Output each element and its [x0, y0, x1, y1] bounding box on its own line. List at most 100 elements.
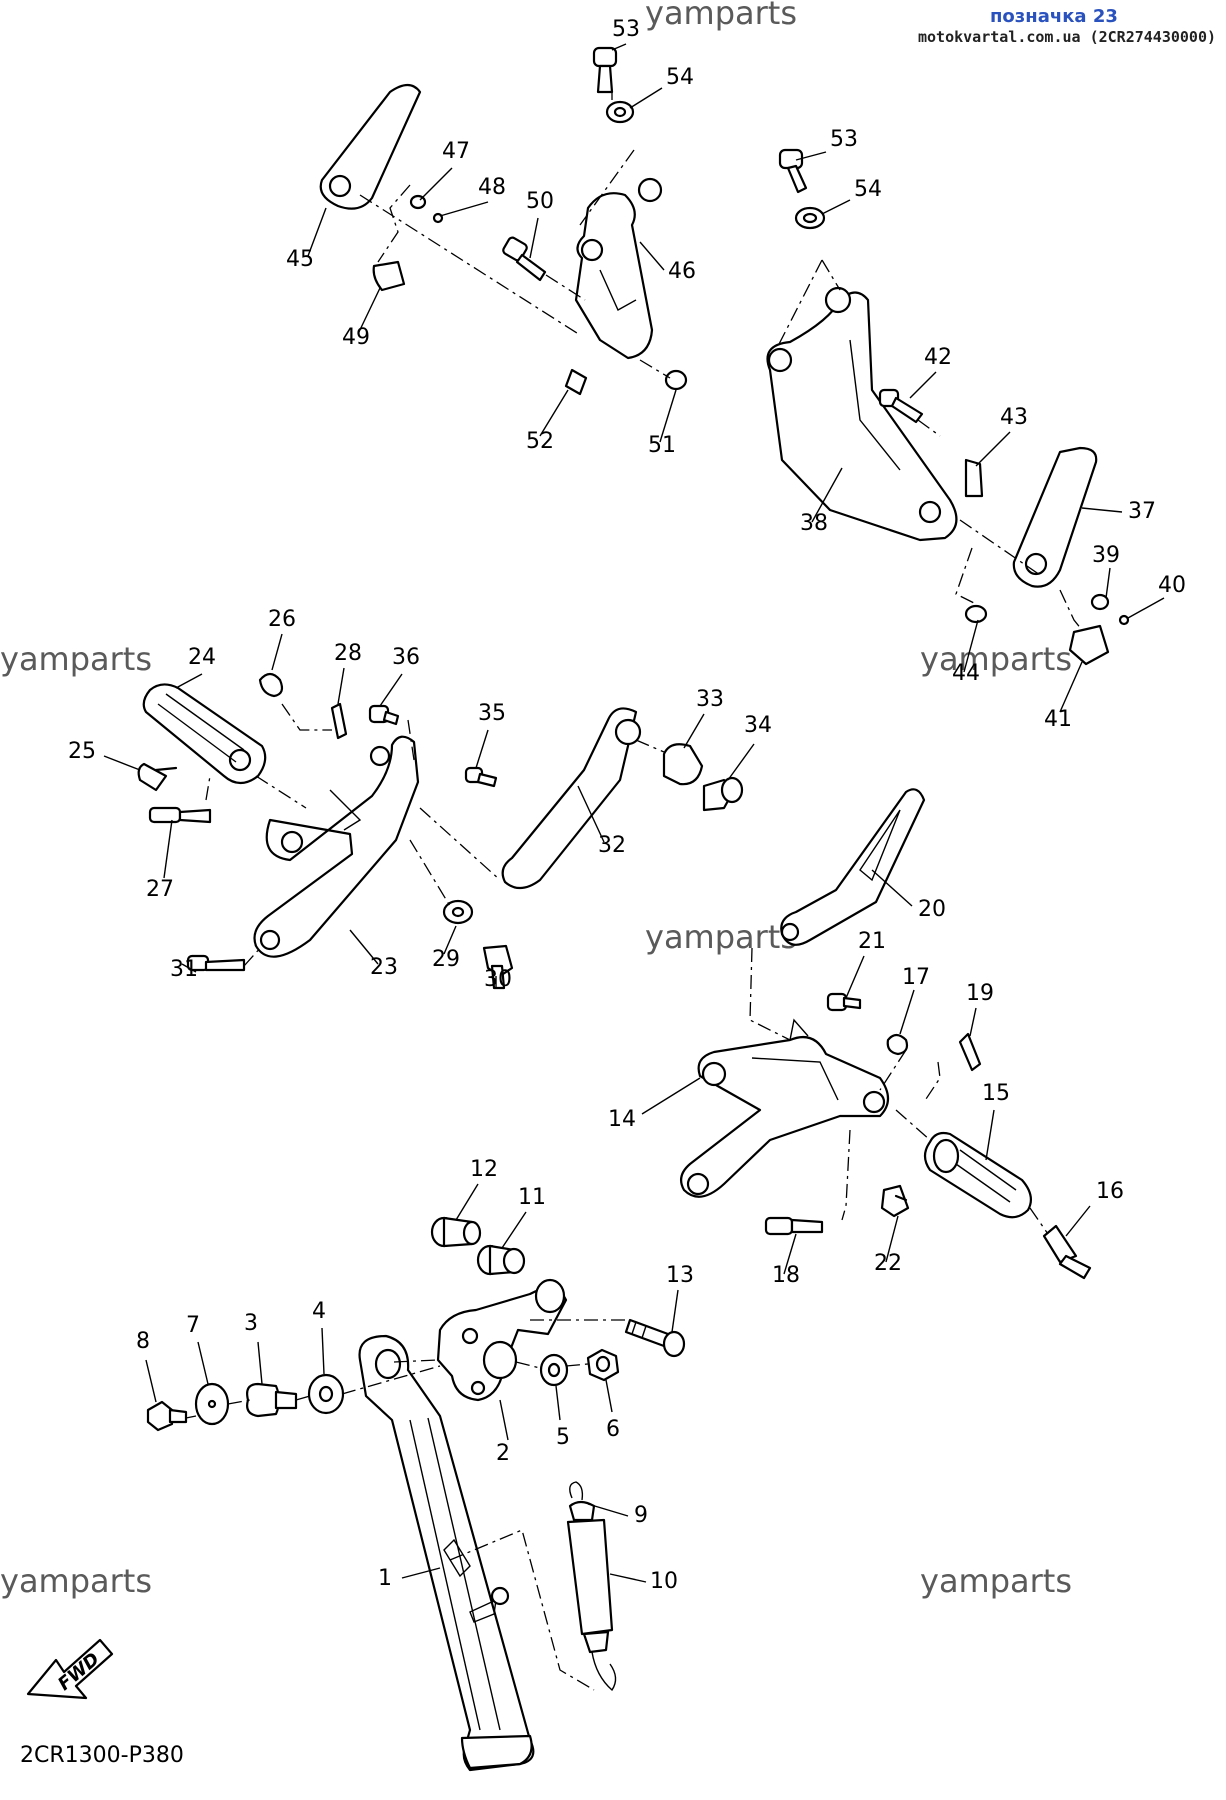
- callout-8: 8: [136, 1329, 150, 1354]
- callout-25: 25: [68, 739, 96, 764]
- callout-leader: [1127, 597, 1165, 619]
- callout-5: 5: [556, 1425, 570, 1450]
- callout-leader: [443, 925, 457, 955]
- rear-right-footrest-group: [766, 148, 1130, 666]
- header-site: motokvartal.com.ua (2CR274430000): [918, 28, 1216, 46]
- callout-51: 51: [648, 433, 676, 458]
- callout-27: 27: [146, 877, 174, 902]
- callout-leader: [163, 819, 173, 879]
- callout-21: 21: [858, 929, 886, 954]
- callout-leader: [587, 1503, 629, 1517]
- callout-leader: [969, 1007, 977, 1037]
- callout-41: 41: [1044, 707, 1072, 732]
- callout-32: 32: [598, 833, 626, 858]
- callout-leader: [871, 869, 913, 907]
- callout-22: 22: [874, 1251, 902, 1276]
- watermark: yamparts: [645, 0, 797, 32]
- callout-44: 44: [952, 661, 980, 686]
- callout-54: 54: [854, 177, 882, 202]
- fwd-arrow-icon: FWD: [26, 1638, 114, 1700]
- callout-leader: [985, 1109, 995, 1161]
- callout-leader: [175, 673, 203, 689]
- watermark: yamparts: [920, 640, 1072, 678]
- callout-28: 28: [334, 641, 362, 666]
- callout-23: 23: [370, 955, 398, 980]
- callout-33: 33: [696, 687, 724, 712]
- callout-leader: [539, 389, 569, 437]
- header-label: позначка 23: [990, 6, 1118, 27]
- callout-42: 42: [924, 345, 952, 370]
- callout-leader: [821, 199, 851, 215]
- callout-20: 20: [918, 897, 946, 922]
- callout-leader: [321, 1327, 325, 1375]
- callout-leader: [811, 467, 843, 523]
- callout-34: 34: [744, 713, 772, 738]
- callout-leader: [379, 673, 403, 707]
- callout-leader: [1081, 507, 1123, 513]
- callout-50: 50: [526, 189, 554, 214]
- callout-leader: [197, 1341, 209, 1385]
- callout-10: 10: [650, 1569, 678, 1594]
- callout-leader: [337, 667, 345, 705]
- callout-18: 18: [772, 1263, 800, 1288]
- callout-54: 54: [666, 65, 694, 90]
- watermark: yamparts: [0, 1562, 152, 1600]
- callout-leader: [145, 1359, 157, 1403]
- callout-leader: [401, 1567, 441, 1579]
- callout-7: 7: [186, 1313, 200, 1338]
- callout-11: 11: [518, 1185, 546, 1210]
- callout-leader: [683, 713, 705, 749]
- callout-leader: [1105, 567, 1111, 599]
- callout-leader: [349, 929, 379, 965]
- callout-leader: [975, 431, 1011, 467]
- callout-leader: [529, 217, 539, 259]
- callout-leader: [555, 1385, 561, 1421]
- callout-12: 12: [470, 1157, 498, 1182]
- callout-29: 29: [432, 947, 460, 972]
- callout-4: 4: [312, 1299, 326, 1324]
- watermark: yamparts: [920, 1562, 1072, 1600]
- callout-leader: [103, 755, 141, 771]
- callout-leader: [439, 201, 489, 217]
- callout-24: 24: [188, 645, 216, 670]
- callout-19: 19: [966, 981, 994, 1006]
- callout-43: 43: [1000, 405, 1028, 430]
- callout-leader: [671, 1289, 679, 1333]
- callout-16: 16: [1096, 1179, 1124, 1204]
- callout-52: 52: [526, 429, 554, 454]
- callout-leader: [909, 371, 937, 399]
- callout-leader: [963, 619, 979, 673]
- callout-leader: [257, 1341, 263, 1385]
- front-left-footrest-group: [137, 672, 744, 990]
- callout-13: 13: [666, 1263, 694, 1288]
- callout-leader: [499, 1399, 509, 1441]
- callout-leader: [181, 963, 197, 973]
- callout-leader: [271, 633, 283, 671]
- callout-leader: [727, 743, 755, 781]
- sidestand-group: [146, 1216, 686, 1772]
- callout-6: 6: [606, 1417, 620, 1442]
- callout-26: 26: [268, 607, 296, 632]
- callout-leader: [577, 785, 605, 843]
- callout-45: 45: [286, 247, 314, 272]
- callout-1: 1: [378, 1566, 392, 1591]
- callout-leader: [629, 87, 663, 109]
- callout-35: 35: [478, 701, 506, 726]
- callout-leader: [455, 1183, 479, 1221]
- callout-leader: [659, 389, 677, 443]
- callout-15: 15: [982, 1081, 1010, 1106]
- callout-3: 3: [244, 1311, 258, 1336]
- callout-leader: [1065, 1205, 1091, 1237]
- callout-14: 14: [608, 1107, 636, 1132]
- callout-48: 48: [478, 175, 506, 200]
- callout-leader: [783, 1233, 797, 1275]
- callout-2: 2: [496, 1441, 510, 1466]
- callout-leader: [641, 1077, 701, 1115]
- callout-46: 46: [668, 259, 696, 284]
- callout-leader: [357, 287, 381, 335]
- callout-leader: [605, 1379, 613, 1413]
- callout-leader: [845, 955, 865, 999]
- watermark: yamparts: [645, 918, 797, 956]
